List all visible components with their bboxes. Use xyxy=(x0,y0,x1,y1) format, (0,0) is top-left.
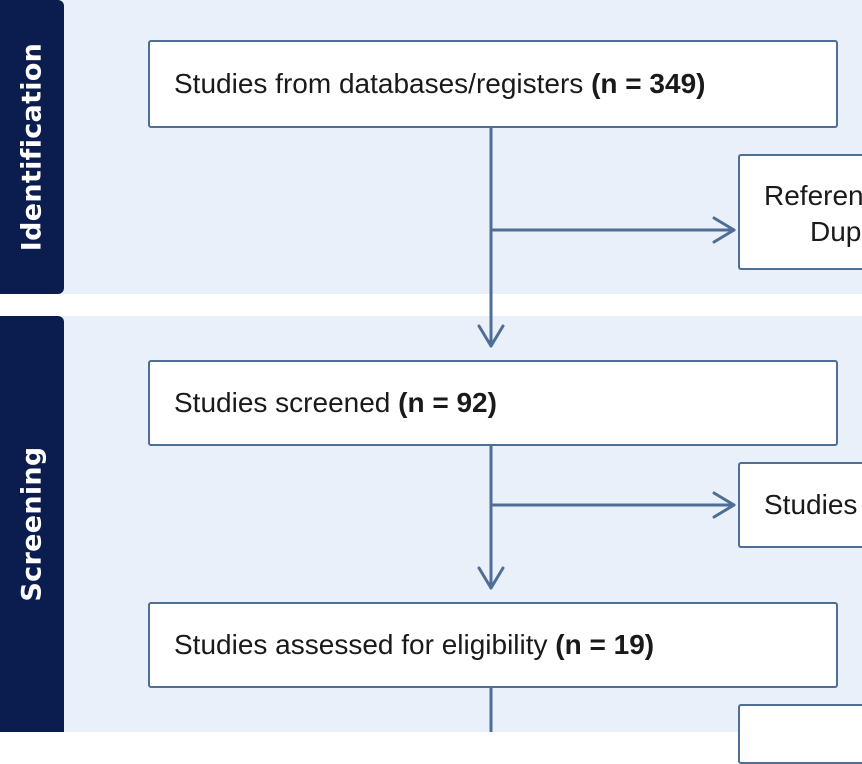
arrowhead-eligibility xyxy=(477,566,505,590)
screened-count: (n = 92) xyxy=(398,387,497,418)
box-studies-excluded: Studies xyxy=(738,462,862,548)
box-studies-assessed-eligibility: Studies assessed for eligibility (n = 19… xyxy=(148,602,838,688)
excluded-label: Studies xyxy=(764,489,858,520)
databases-count: (n = 349) xyxy=(591,68,706,99)
references-line-1: Referen xyxy=(764,180,862,211)
eligibility-label: Studies assessed for eligibility xyxy=(174,629,556,660)
arrowhead-excluded xyxy=(712,491,736,519)
arrowhead-screened xyxy=(477,324,505,348)
box-studies-from-databases: Studies from databases/registers (n = 34… xyxy=(148,40,838,128)
flow-arrows xyxy=(477,126,736,732)
box-references-duplicates: Referen Dup xyxy=(738,154,862,270)
references-line-2: Dup xyxy=(810,216,862,247)
stage-identification: Identification xyxy=(0,0,64,294)
screened-label: Studies screened xyxy=(174,387,399,418)
stage-screening: Screening xyxy=(0,316,64,732)
eligibility-count: (n = 19) xyxy=(555,629,655,660)
box-studies-screened: Studies screened (n = 92) xyxy=(148,360,838,446)
arrowhead-references xyxy=(712,216,736,244)
box-side-bottom xyxy=(738,704,862,764)
databases-label: Studies from databases/registers xyxy=(174,68,592,99)
